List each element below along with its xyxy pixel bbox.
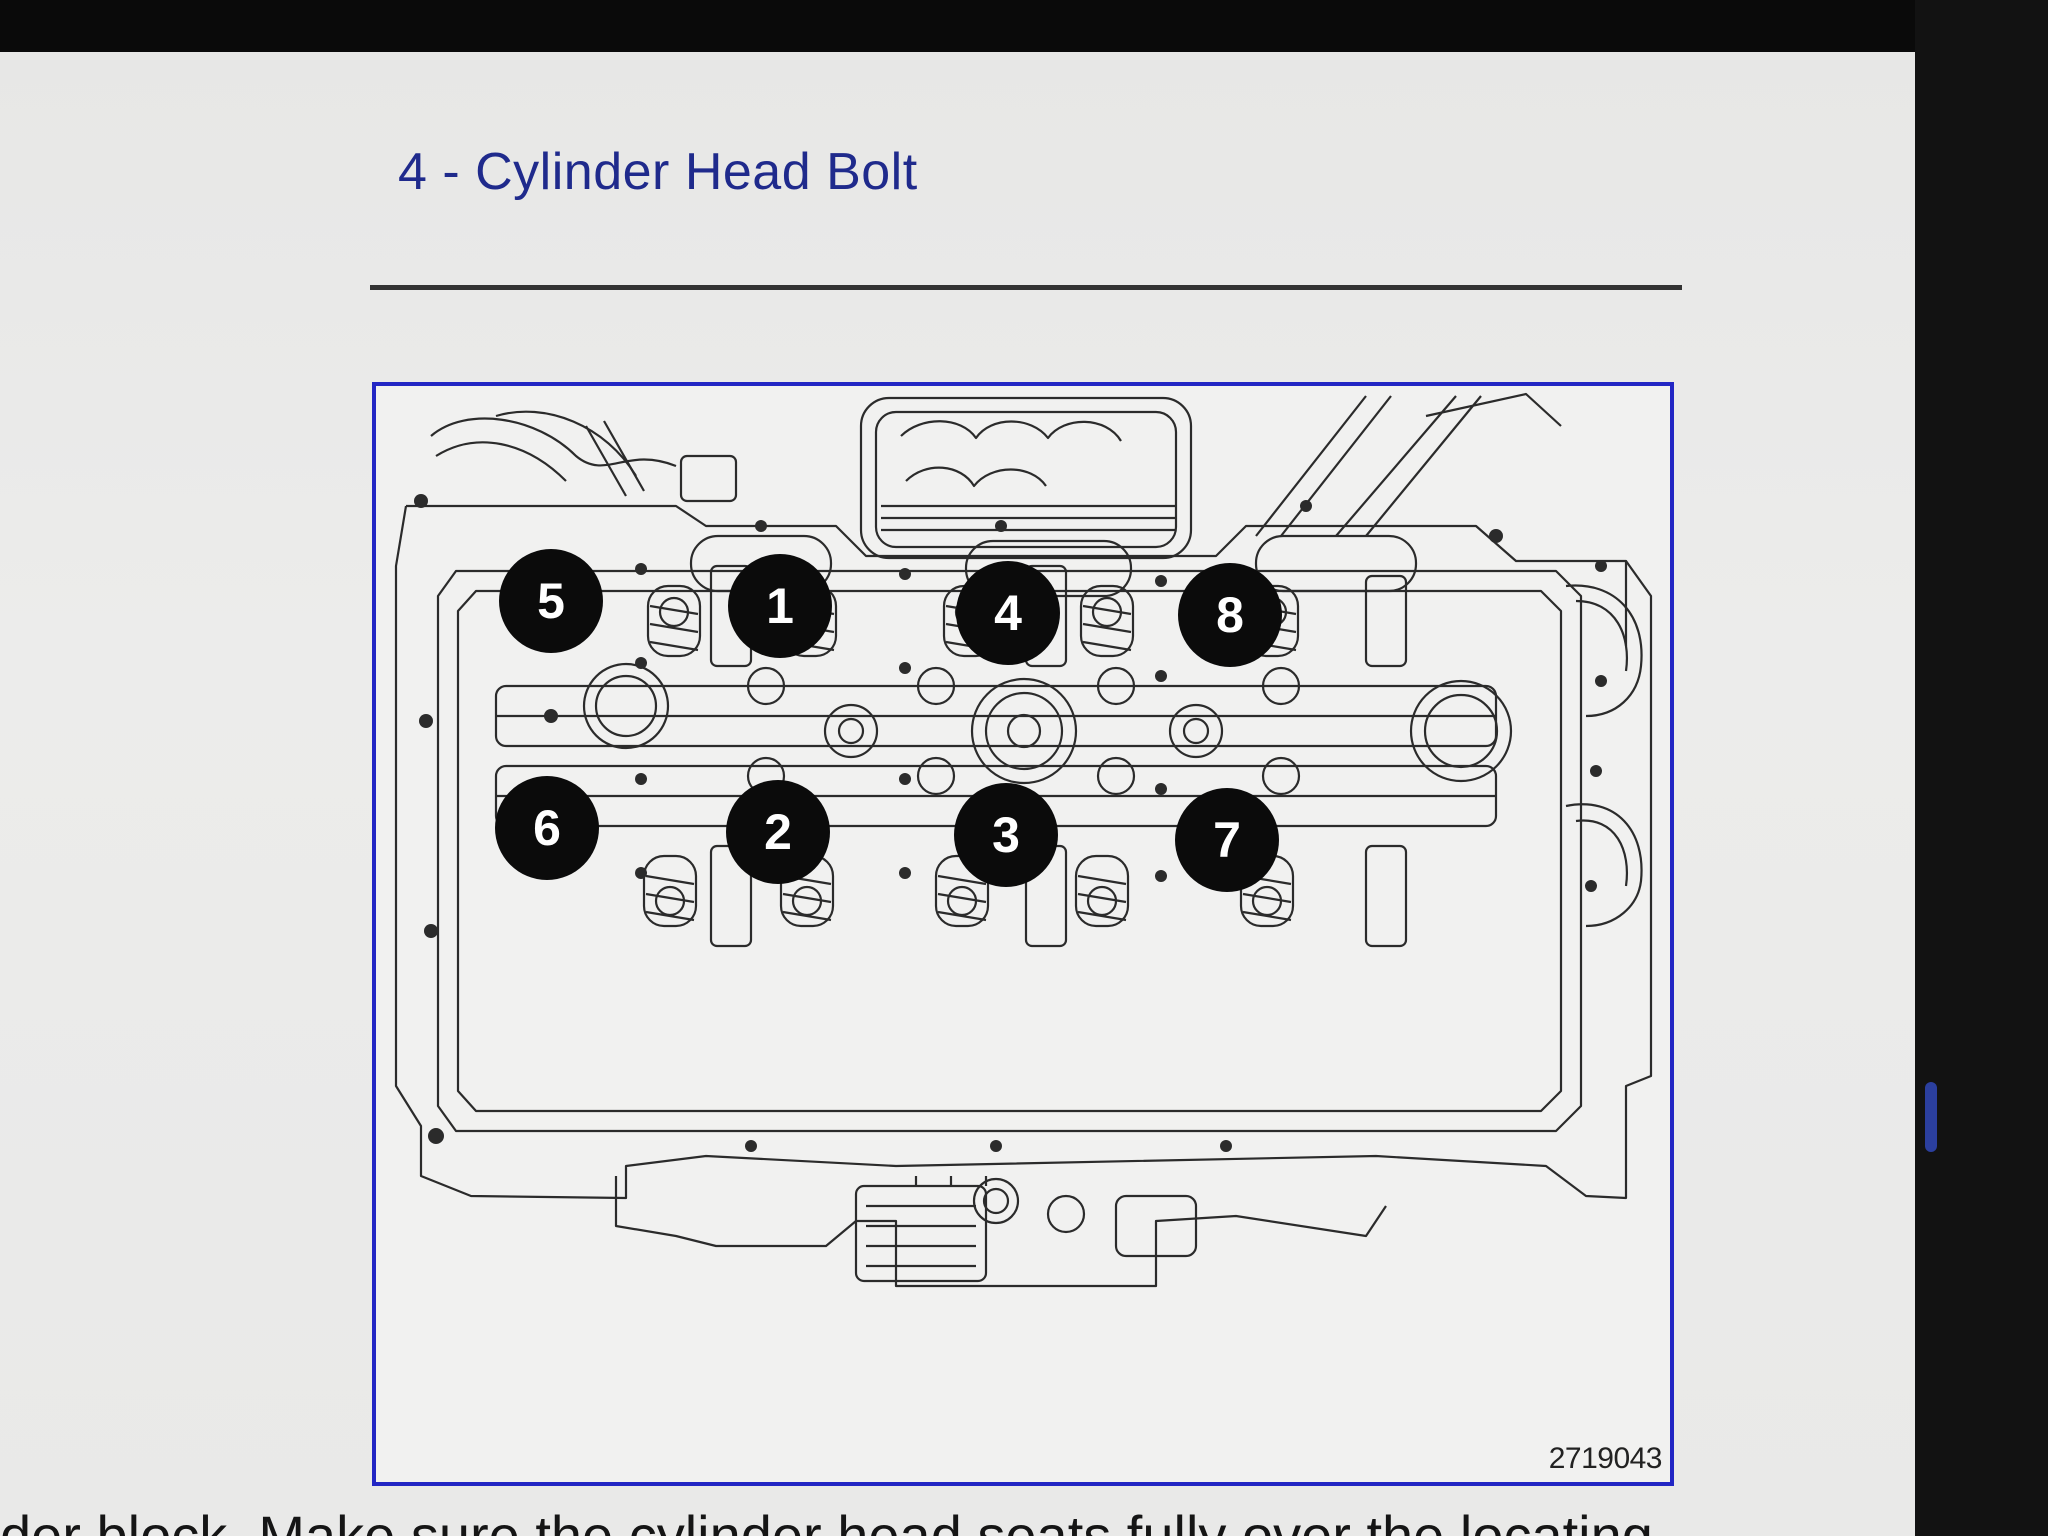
bolt-sequence-figure: 5 1 4 8 6 2 3 7 2719043 <box>372 382 1674 1486</box>
figure-id: 2719043 <box>1548 1442 1663 1475</box>
device-bezel-top <box>0 0 2048 56</box>
bolt-callout-2: 2 <box>726 780 830 884</box>
bolt-callout-1: 1 <box>728 554 832 658</box>
device-bezel-right <box>1915 0 2048 1536</box>
bolt-callout-3: 3 <box>954 783 1058 887</box>
bolt-callout-7: 7 <box>1175 788 1279 892</box>
scrollbar-thumb[interactable] <box>1925 1082 1937 1152</box>
bolt-callout-6: 6 <box>495 776 599 880</box>
body-paragraph: der block. Make sure the cylinder head s… <box>0 1504 1653 1536</box>
cylinder-head-drawing <box>394 392 1653 1288</box>
bolt-callout-5: 5 <box>499 549 603 653</box>
bolt-callout-8: 8 <box>1178 563 1282 667</box>
section-divider <box>370 285 1682 290</box>
section-heading: 4 - Cylinder Head Bolt <box>398 143 918 201</box>
document-page: 4 - Cylinder Head Bolt <box>0 52 1915 1536</box>
bolt-callout-4: 4 <box>956 561 1060 665</box>
